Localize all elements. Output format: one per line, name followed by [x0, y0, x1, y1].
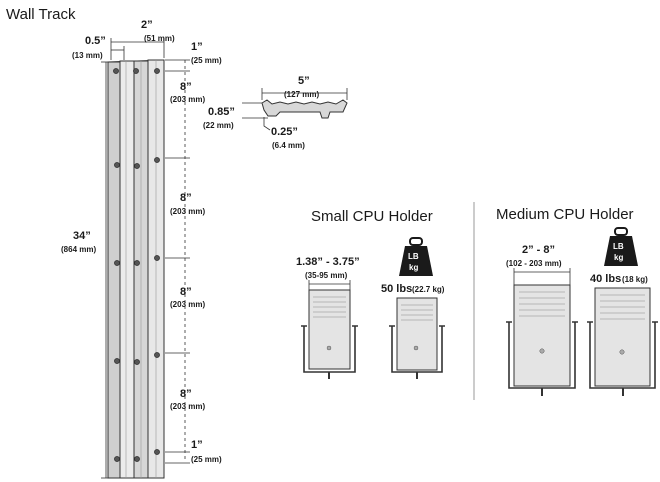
- medium-cpu-title: Medium CPU Holder: [496, 206, 634, 223]
- medium-cpu-holder-loaded: [587, 287, 658, 396]
- medium-weight-lb: LB: [613, 242, 624, 251]
- spacing-4-in: 8”: [180, 388, 192, 400]
- spacing-1-mm: (203 mm): [170, 95, 205, 104]
- top-margin-mm: (25 mm): [191, 56, 222, 65]
- medium-weight-icon: [604, 227, 638, 266]
- small-cpu-holder-loaded: [389, 297, 445, 379]
- total-length-mm: (864 mm): [61, 245, 96, 254]
- medium-weight-kg: kg: [614, 253, 623, 262]
- spacing-3-mm: (203 mm): [170, 300, 205, 309]
- profile-height-mm: (22 mm): [203, 121, 234, 130]
- small-weight-lb: LB: [408, 252, 419, 261]
- medium-cpu-holder-open: [506, 284, 578, 396]
- spacing-4-mm: (203 mm): [170, 402, 205, 411]
- medium-cpu-range-line: [513, 268, 571, 286]
- spacing-3-in: 8”: [180, 286, 192, 298]
- bottom-margin-in: 1”: [191, 439, 203, 451]
- small-cpu-range-mm: (35-95 mm): [305, 271, 348, 280]
- small-cpu-range-in: 1.38” - 3.75”: [296, 256, 360, 268]
- profile-lip-mm: (6.4 mm): [272, 141, 305, 150]
- track-width-in: 2”: [141, 19, 153, 31]
- offset-in: 0.5”: [85, 35, 106, 47]
- spacing-1-in: 8”: [180, 81, 192, 93]
- track-screws: [113, 68, 160, 462]
- small-cpu-kg: (22.7 kg): [412, 285, 445, 294]
- track-width-mm: (51 mm): [144, 34, 175, 43]
- small-weight-icon: [399, 237, 433, 276]
- spacing-dimension-lines: [165, 59, 190, 464]
- medium-cpu-range-in: 2” - 8”: [522, 244, 555, 256]
- small-cpu-holder-open: [301, 289, 358, 379]
- profile-width-mm: (127 mm): [284, 90, 319, 99]
- top-margin-in: 1”: [191, 41, 203, 53]
- medium-cpu-lbs: 40 lbs: [590, 273, 621, 285]
- spacing-2-mm: (203 mm): [170, 207, 205, 216]
- wall-track-rail: [107, 59, 165, 479]
- profile-lip-in: 0.25”: [271, 126, 298, 138]
- small-cpu-title: Small CPU Holder: [311, 208, 433, 225]
- track-profile: [242, 88, 348, 131]
- bottom-margin-mm: (25 mm): [191, 455, 222, 464]
- medium-cpu-range-mm: (102 - 203 mm): [506, 259, 562, 268]
- top-dimension-lines: [110, 38, 165, 60]
- total-length-line: [101, 61, 111, 479]
- small-cpu-lbs: 50 lbs: [381, 283, 412, 295]
- profile-height-in: 0.85”: [208, 106, 235, 118]
- offset-mm: (13 mm): [72, 51, 103, 60]
- profile-width-in: 5”: [298, 75, 310, 87]
- total-length-in: 34”: [73, 230, 91, 242]
- medium-cpu-kg: (18 kg): [622, 275, 648, 284]
- spacing-2-in: 8”: [180, 192, 192, 204]
- small-weight-kg: kg: [409, 263, 418, 272]
- wall-track-title: Wall Track: [6, 6, 76, 23]
